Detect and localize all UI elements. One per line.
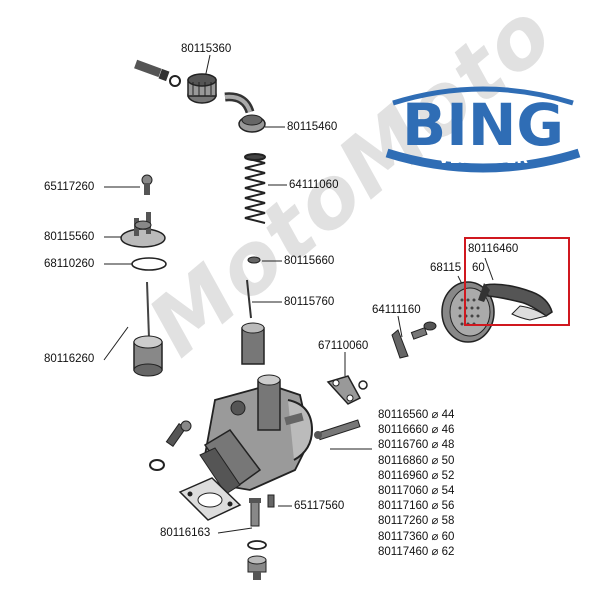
filter-clip-part (478, 283, 553, 321)
size-list-item: 80116860 ⌀ 50 (378, 454, 455, 467)
idle-screw-part (149, 420, 192, 471)
float-needle-part (146, 281, 150, 339)
part-label: 80115460 (287, 121, 338, 133)
size-list-item: 80116660 ⌀ 46 (378, 424, 455, 437)
size-list-item: 80116760 ⌀ 48 (378, 439, 455, 452)
drain-ring-part (247, 540, 267, 550)
bing-logo: BING VERGASER (385, 86, 581, 173)
throttle-slide-part (241, 322, 265, 365)
part-label: 68110260 (44, 258, 95, 270)
float-part (133, 335, 163, 377)
jet-needle-part (246, 279, 252, 319)
throttle-lever-part (326, 375, 368, 405)
elbow-fitting-part (224, 92, 266, 133)
main-jet-part (249, 494, 275, 527)
part-label: 80115660 (284, 255, 335, 267)
carburetor-size-list: 80116560 ⌀ 44 80116660 ⌀ 46 80116760 ⌀ 4… (378, 408, 454, 560)
logo-subtitle: VERGASER (438, 149, 528, 167)
cap-nut-part (187, 73, 217, 104)
needle-clip-part (247, 256, 261, 264)
part-label: 65117260 (44, 181, 95, 193)
part-label: 80116460 (468, 243, 519, 255)
part-label: 64111160 (372, 304, 421, 316)
size-list-item: 80117460 ⌀ 62 (378, 545, 455, 558)
drain-plug-part (247, 555, 267, 580)
size-list-item: 80117060 ⌀ 54 (378, 485, 455, 498)
part-label: 67110060 (318, 340, 369, 352)
size-list-item: 80117160 ⌀ 56 (378, 500, 455, 513)
part-label: 68115 (430, 262, 462, 274)
long-screw-part (314, 419, 361, 441)
size-list-item: 80116960 ⌀ 52 (378, 469, 455, 482)
logo-brand: BING (402, 91, 564, 159)
part-label: 80115760 (284, 296, 335, 308)
cover-screw-part (141, 174, 153, 195)
float-chamber-cover-part (120, 212, 166, 248)
adjuster-screw-part (134, 59, 181, 87)
choke-lever-part (391, 327, 428, 359)
gasket-ring-part (131, 257, 167, 271)
size-list-item: 80117260 ⌀ 58 (378, 515, 455, 528)
part-label: 80116260 (44, 353, 95, 365)
part-label: 60 (472, 262, 485, 274)
part-label: 80115360 (181, 43, 232, 55)
part-label: 80116163 (160, 527, 211, 539)
spring-part (244, 153, 266, 224)
flange-gasket-part (178, 477, 242, 521)
part-label: 64111060 (289, 179, 339, 191)
carburetor-body-part (199, 374, 314, 495)
part-label: 65117560 (294, 500, 345, 512)
size-list-item: 80116560 ⌀ 44 (378, 409, 455, 421)
highlight-box (464, 237, 570, 326)
size-list-item: 80117360 ⌀ 60 (378, 530, 455, 543)
part-label: 80115560 (44, 231, 95, 243)
